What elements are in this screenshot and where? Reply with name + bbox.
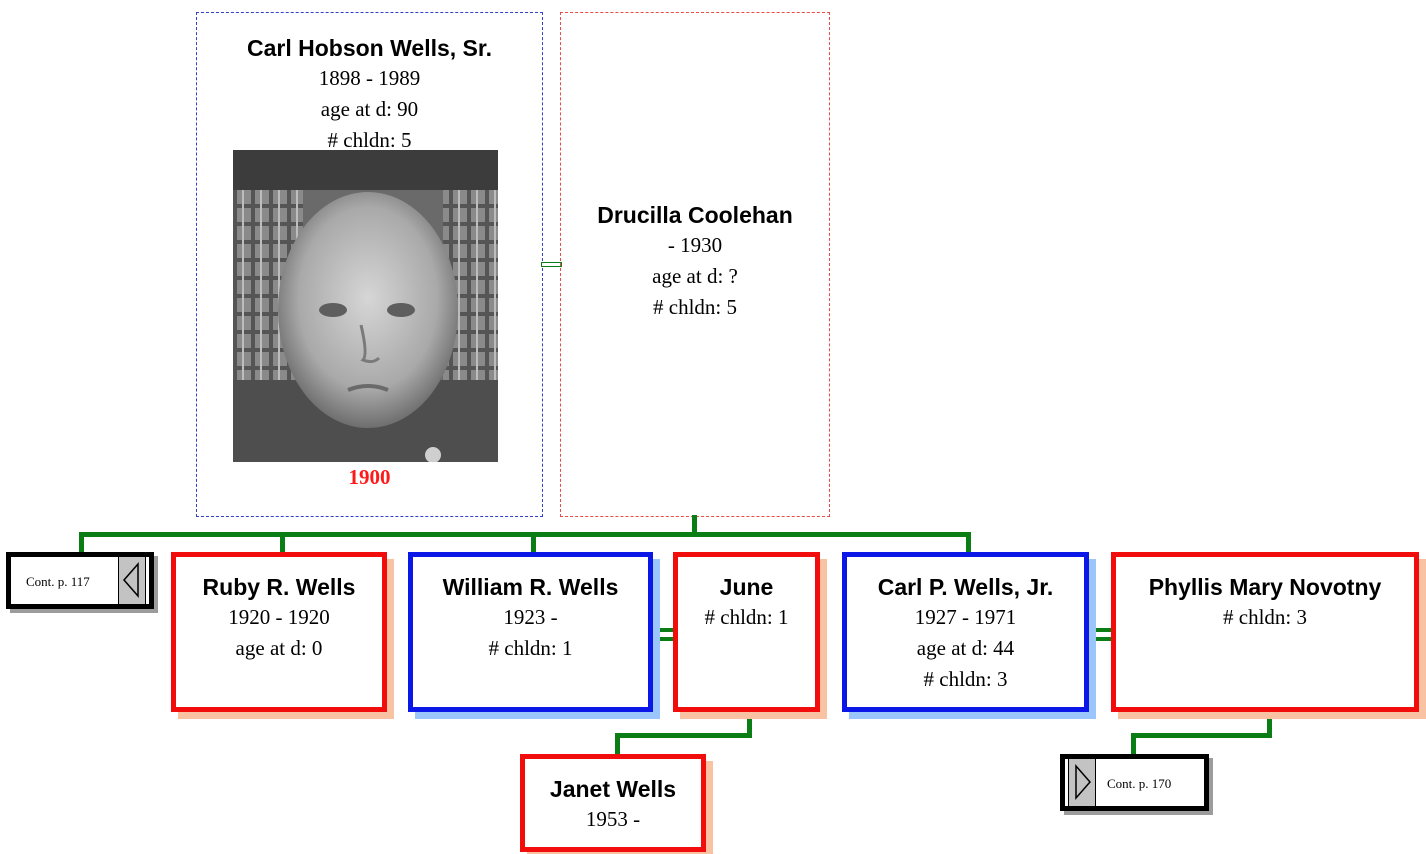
ruby-drop [280,532,285,554]
william-june-marriage [653,628,676,632]
william-june-marriage-2 [653,637,676,641]
parents-marriage-link [541,262,562,267]
person-name: Janet Wells [549,776,677,802]
person-children-count: # chldn: 3 [923,667,1008,691]
mother-dates: - 1930 [667,233,723,257]
child-portrait-icon [233,150,498,462]
sibling-bar [79,532,971,537]
carl-phyllis-marriage-2 [1088,637,1115,641]
person-card-june[interactable]: June # chldn: 1 [673,552,820,712]
person-name: Ruby R. Wells [202,574,356,600]
person-age: age at d: 0 [235,636,323,660]
person-card-janet[interactable]: Janet Wells 1953 - [520,754,706,852]
phyllis-drop [1267,712,1272,737]
photo-year: 1900 [348,465,391,489]
person-name: Carl P. Wells, Jr. [877,574,1054,600]
person-dates: 1953 - [585,807,641,831]
person-card-phyllis[interactable]: Phyllis Mary Novotny # chldn: 3 [1111,552,1419,712]
cont-left-drop [79,532,84,553]
cont-right-drop [1131,733,1136,755]
person-children-count: # chldn: 1 [488,636,573,660]
carl-phyllis-marriage [1088,628,1115,632]
continuation-right-button[interactable]: Cont. p. 170 [1060,754,1209,811]
father-box[interactable]: Carl Hobson Wells, Sr. 1898 - 1989 age a… [196,12,543,517]
william-drop [531,532,536,554]
arrow-left-icon [118,557,146,604]
mother-drop-line [692,515,697,536]
portrait-photo[interactable] [233,150,498,462]
mother-age: age at d: ? [652,264,738,288]
june-drop [747,712,752,737]
father-children: # chldn: 5 [327,128,412,152]
janet-bar [615,733,752,738]
father-dates: 1898 - 1989 [318,66,421,90]
cont-right-bar [1131,733,1272,738]
arrow-right-icon [1068,759,1096,806]
person-dates: 1920 - 1920 [228,605,330,629]
continuation-right-label: Cont. p. 170 [1107,776,1172,791]
person-name: Phyllis Mary Novotny [1148,574,1382,600]
person-children-count: # chldn: 1 [704,605,789,629]
person-card-william[interactable]: William R. Wells 1923 - # chldn: 1 [408,552,653,712]
mother-name: Drucilla Coolehan [597,202,793,228]
carl-jr-drop [966,532,971,554]
continuation-left-button[interactable]: Cont. p. 117 [6,552,154,609]
person-dates: 1927 - 1971 [914,605,1017,629]
janet-drop [615,733,620,755]
person-card-carl-jr[interactable]: Carl P. Wells, Jr. 1927 - 1971 age at d:… [842,552,1089,712]
person-card-ruby[interactable]: Ruby R. Wells 1920 - 1920 age at d: 0 [171,552,387,712]
continuation-left-label: Cont. p. 117 [26,574,90,589]
mother-children: # chldn: 5 [653,295,737,319]
mother-box[interactable]: Drucilla Coolehan - 1930 age at d: ? # c… [560,12,830,517]
person-age: age at d: 44 [916,636,1015,660]
father-name: Carl Hobson Wells, Sr. [247,35,492,61]
father-age: age at d: 90 [320,97,419,121]
person-children-count: # chldn: 3 [1223,605,1307,629]
person-name: William R. Wells [442,574,619,600]
person-dates: 1923 - [503,605,558,629]
person-name: June [719,574,774,600]
